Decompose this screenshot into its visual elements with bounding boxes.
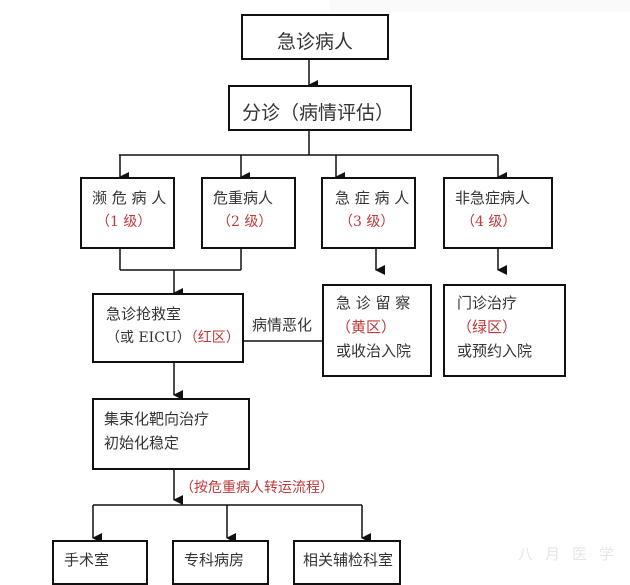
node-specialty-ward: 专科病房	[172, 540, 269, 585]
node-line1: 集束化靶向治疗	[104, 410, 210, 428]
node-grade: （4 级）	[461, 214, 517, 230]
node-grade: （3 级）	[339, 214, 395, 230]
node-resuscitation-room: 急诊抢救室 （或 EICU）（红区）	[92, 293, 244, 363]
node-grade: （2 级）	[217, 214, 273, 230]
watermark: 八月医学	[518, 545, 627, 563]
node-line2: 初始化稳定	[104, 434, 180, 452]
node-label: 手术室	[64, 551, 110, 569]
node-level2: 危重病人 （2 级）	[201, 177, 296, 249]
node-title: 濒 危 病 人	[92, 189, 167, 207]
node-line1: 门诊治疗	[457, 294, 518, 312]
node-title: 危重病人	[213, 189, 274, 207]
edge-label-transfer: （按危重病人转运流程）	[180, 480, 334, 496]
node-title: 急 症 病 人	[335, 189, 410, 207]
node-triage: 分诊（病情评估）	[228, 85, 412, 131]
node-label: 急诊病人	[277, 31, 354, 53]
node-line3: 或收治入院	[336, 342, 412, 360]
red-zone-text: （红区）	[190, 330, 240, 346]
node-level1: 濒 危 病 人 （1 级）	[80, 177, 175, 249]
node-observation: 急 诊 留 察 （黄区） 或收治入院	[322, 284, 432, 377]
node-grade: （1 级）	[96, 214, 152, 230]
node-line1: 急 诊 留 察	[336, 294, 411, 312]
node-line3: 或预约入院	[457, 342, 533, 360]
node-operating-room: 手术室	[52, 540, 148, 585]
node-title: 非急症病人	[455, 189, 531, 207]
node-line2: （黄区）	[336, 318, 397, 336]
node-line2: （绿区）	[457, 318, 518, 336]
node-auxiliary-dept: 相关辅检科室	[293, 540, 401, 585]
node-outpatient: 门诊治疗 （绿区） 或预约入院	[443, 284, 566, 377]
node-label: 分诊（病情评估）	[242, 102, 395, 124]
top-band	[330, 0, 630, 12]
eicu-text: （或 EICU）	[106, 330, 191, 346]
node-treatment: 集束化靶向治疗 初始化稳定	[92, 398, 250, 470]
node-emergency-patient: 急诊病人	[241, 14, 389, 60]
node-level3: 急 症 病 人 （3 级）	[321, 177, 416, 249]
edge-label-deteriorate: 病情恶化	[252, 316, 313, 334]
node-label: 相关辅检科室	[303, 551, 394, 569]
node-line2: （或 EICU）（红区）	[106, 327, 240, 347]
node-level4: 非急症病人 （4 级）	[443, 177, 553, 249]
node-line1: 急诊抢救室	[106, 305, 182, 323]
node-label: 专科病房	[184, 551, 245, 569]
